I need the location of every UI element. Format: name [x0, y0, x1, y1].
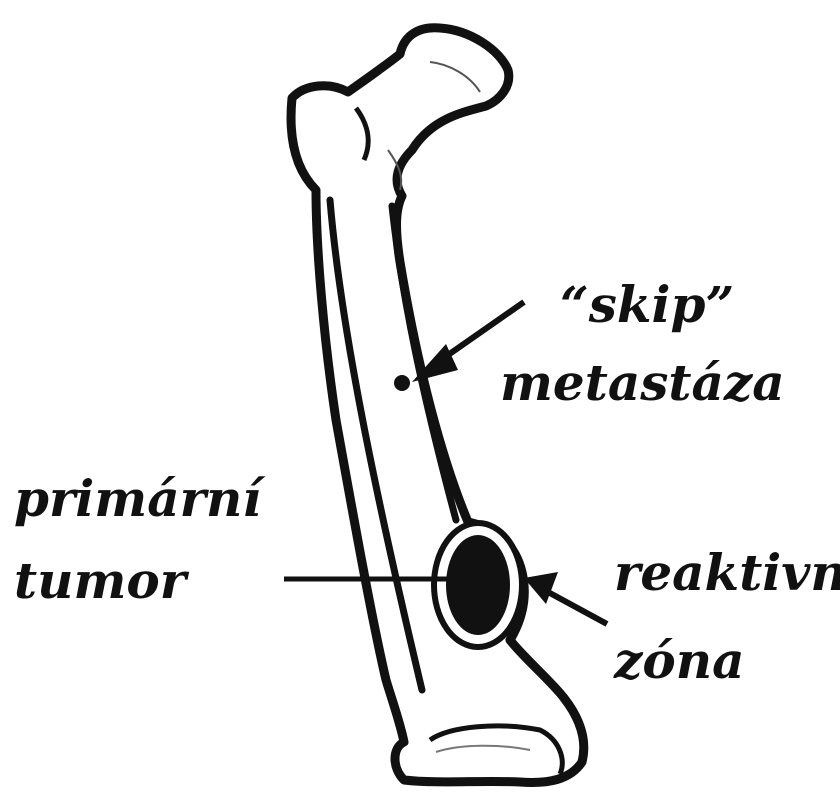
skip-metastasis-label-line2: metastáza: [500, 353, 785, 412]
primary-tumor-label-line1: primární: [14, 469, 266, 528]
primary-tumor-label-line2: tumor: [14, 551, 190, 610]
skip-metastasis-dot: [394, 375, 410, 391]
reactive-zone-arrow-shaft: [548, 592, 607, 624]
reactive-zone-label-line2: zóna: [613, 631, 745, 690]
reactive-zone-arrowhead: [524, 572, 558, 604]
primary-tumor-mass: [446, 535, 510, 635]
skip-metastasis-label-line1: “skip”: [560, 275, 734, 334]
reactive-zone-label-line1: reaktivní: [614, 543, 840, 602]
